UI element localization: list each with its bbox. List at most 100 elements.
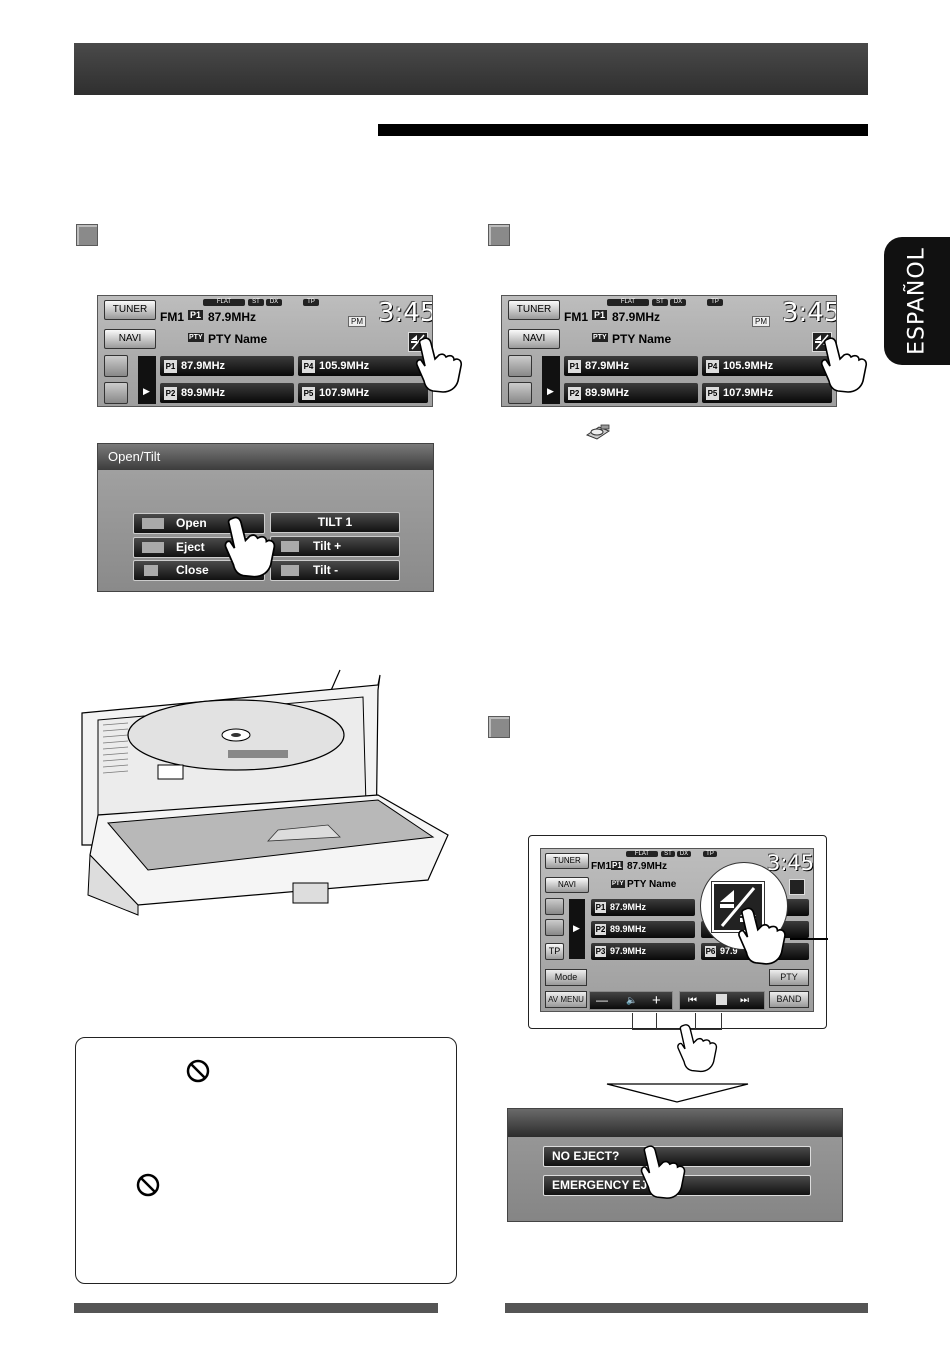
indicator-dx: DX (677, 851, 691, 857)
language-tab-label: ESPAÑOL (904, 247, 930, 355)
finger-pointer-icon (677, 1024, 718, 1073)
band-label: FM1 (591, 861, 611, 872)
monitor-panel-buttons[interactable] (632, 1013, 722, 1030)
step-marker-3 (488, 716, 510, 738)
speaker-icon: 🔈 (626, 995, 638, 1005)
open-tilt-menu: Open/Tilt Open Eject Close TILT 1 Tilt +… (97, 443, 434, 592)
open-icon (142, 518, 164, 530)
band-label: FM1 (160, 310, 184, 324)
preset-scroll-arrow[interactable]: ▶ (138, 356, 156, 404)
pty-badge: PTY (592, 333, 608, 342)
equalizer-button[interactable] (545, 919, 564, 936)
tilt-plus-button[interactable]: Tilt + (270, 536, 400, 557)
navi-button[interactable]: NAVI (545, 877, 589, 893)
frequency-label: 87.9MHz (612, 310, 661, 324)
preset-badge: P1 (611, 861, 623, 870)
panel-divider (656, 1013, 657, 1029)
indicator-dx: DX (670, 299, 686, 306)
bluetooth-button[interactable] (545, 898, 564, 915)
pty-search-button[interactable]: PTY (769, 969, 809, 986)
indicator-tp: TP (703, 851, 717, 857)
finger-pointer-icon (820, 337, 868, 393)
tilt-down-icon (281, 565, 299, 577)
finger-pointer-icon (224, 516, 276, 578)
indicator-tp: TP (303, 299, 319, 306)
tuner-button[interactable]: TUNER (545, 853, 589, 869)
volume-down-button[interactable]: — (596, 993, 608, 1007)
pty-name-label: PTY Name (627, 879, 677, 890)
footer-bar-left (74, 1303, 438, 1313)
mode-button[interactable]: Mode (545, 969, 587, 986)
transition-arrow-icon (606, 1083, 749, 1103)
pty-name-label: PTY Name (208, 332, 268, 346)
indicator-st: ST (661, 851, 675, 857)
preset-scroll-arrow[interactable]: ▶ (542, 356, 560, 404)
clock: 3:45 (767, 851, 814, 875)
navi-button[interactable]: NAVI (104, 329, 156, 349)
clock: 3:45 (378, 298, 433, 328)
prohibited-icon (136, 1173, 160, 1197)
pty-badge: PTY (188, 333, 204, 342)
navi-button[interactable]: NAVI (508, 329, 560, 349)
frequency-label: 87.9MHz (627, 861, 668, 872)
open-monitor-illustration (81, 669, 449, 916)
footer-bar-right (505, 1303, 868, 1313)
step-marker-2 (488, 224, 510, 246)
ampm-label: PM (348, 316, 366, 327)
tilt-minus-button[interactable]: Tilt - (270, 560, 400, 581)
tilt-level-display: TILT 1 (270, 512, 400, 533)
finger-pointer-icon (738, 907, 786, 965)
no-eject-menu-header (508, 1109, 842, 1137)
indicator-flat: FLAT (626, 851, 658, 857)
indicator-st: ST (248, 299, 264, 306)
pty-badge: PTY (611, 880, 625, 888)
page-header-bar (74, 43, 868, 95)
tilt-up-icon (281, 541, 299, 553)
bluetooth-button[interactable] (104, 355, 128, 377)
section-rule (378, 124, 868, 136)
preset-scroll-arrow[interactable]: ▶ (569, 899, 585, 959)
eject-disc-icon (142, 542, 164, 554)
bluetooth-button[interactable] (508, 355, 532, 377)
tuner-button[interactable]: TUNER (508, 300, 560, 320)
indicator-st: ST (652, 299, 668, 306)
tuner-screen-left: TUNER NAVI FLAT ST DX TP FM1 P1 87.9MHz … (97, 295, 433, 407)
tuner-button[interactable]: TUNER (104, 300, 156, 320)
band-button[interactable]: BAND (769, 991, 809, 1008)
indicator-tp: TP (707, 299, 723, 306)
next-button[interactable]: ⏭ (740, 995, 749, 1006)
volume-control: — 🔈 + (589, 991, 673, 1010)
language-tab: ESPAÑOL (884, 237, 950, 365)
av-menu-button[interactable]: AV MENU (545, 991, 587, 1008)
panel-divider (695, 1013, 696, 1029)
clock: 3:45 (782, 298, 837, 328)
open-tilt-title: Open/Tilt (98, 444, 433, 470)
equalizer-button[interactable] (104, 382, 128, 404)
band-label: FM1 (564, 310, 588, 324)
volume-up-button[interactable]: + (652, 992, 661, 1009)
tuner-screen-right: TUNER NAVI FLAT ST DX TP FM1 P1 87.9MHz … (501, 295, 837, 407)
seek-control: ⏮ ⏭ (679, 991, 765, 1010)
disc-slot-icon (585, 424, 611, 440)
prohibited-icon (186, 1059, 210, 1083)
finger-pointer-icon (415, 337, 463, 393)
close-button[interactable]: Close (133, 560, 265, 581)
tp-button[interactable]: TP (545, 943, 564, 960)
eject-tilt-button[interactable] (789, 879, 805, 895)
indicator-dx: DX (266, 299, 282, 306)
previous-button[interactable]: ⏮ (688, 995, 697, 1006)
equalizer-button[interactable] (508, 382, 532, 404)
preset-mode-icon (716, 994, 727, 1005)
note-box (75, 1037, 457, 1284)
